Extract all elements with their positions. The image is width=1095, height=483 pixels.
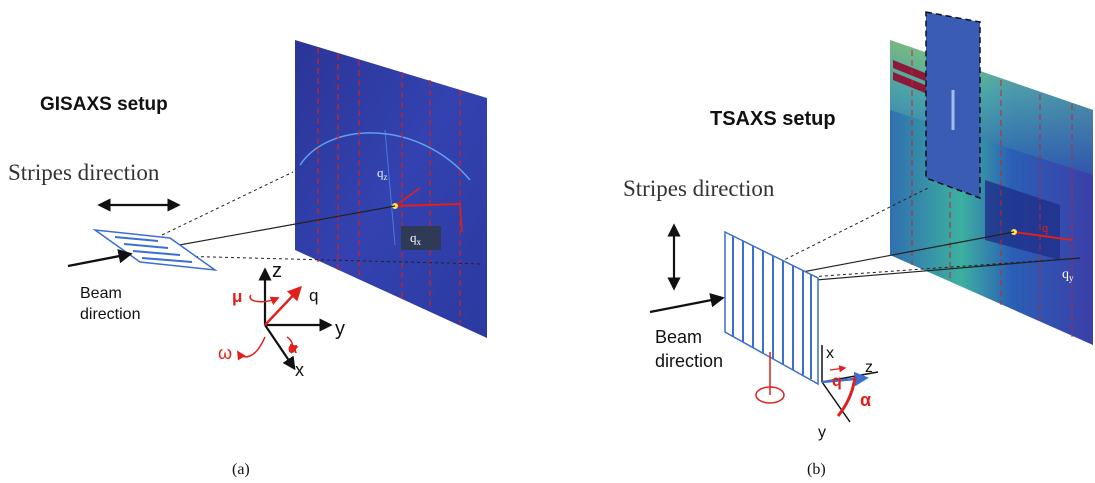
panel-b-beam-label-line1: Beam bbox=[655, 327, 702, 347]
axis-a-mu: μ bbox=[232, 287, 242, 306]
panel-a-title: GISAXS setup bbox=[40, 94, 168, 115]
panel-a-beam-label-line1: Beam bbox=[80, 285, 122, 302]
axis-b-z: z bbox=[865, 359, 873, 376]
axis-b-alpha: α bbox=[860, 390, 871, 410]
axis-a-omega: ω bbox=[218, 343, 232, 363]
qx-subscript: x bbox=[417, 237, 422, 247]
tsaxs-sample bbox=[724, 230, 819, 386]
gisaxs-axes: z y x q μ ω α bbox=[218, 260, 345, 380]
panel-a-caption: (a) bbox=[232, 461, 250, 478]
axis-b-x: x bbox=[826, 345, 834, 362]
axis-a-z: z bbox=[272, 260, 282, 282]
panel-a-beam-label-line2: direction bbox=[80, 306, 140, 323]
svg-text:qx: qx bbox=[410, 230, 422, 247]
panel-b-title: TSAXS setup bbox=[710, 108, 836, 130]
panel-a: GISAXS setup qz qx bbox=[8, 40, 487, 478]
panel-b: TSAXS setup q qy bbox=[623, 11, 1093, 478]
gisaxs-detector: qz qx bbox=[295, 40, 487, 338]
axis-b-q: q bbox=[832, 373, 842, 390]
panel-b-beam-arrow bbox=[649, 293, 725, 314]
svg-text:qz: qz bbox=[377, 165, 388, 182]
qx-label: q bbox=[410, 230, 417, 245]
axis-b-y: y bbox=[818, 424, 826, 441]
gisaxs-projection-lines bbox=[134, 171, 483, 265]
panel-b-stripes-label: Stripes direction bbox=[623, 176, 775, 201]
axis-a-y: y bbox=[335, 318, 345, 340]
axis-a-alpha: α bbox=[288, 340, 298, 357]
gisaxs-sample bbox=[92, 228, 218, 272]
qy-subscript: y bbox=[1069, 273, 1074, 283]
tsaxs-beam-line-2 bbox=[779, 257, 1081, 284]
qz-subscript: z bbox=[384, 172, 388, 182]
qy-label: q bbox=[1062, 267, 1069, 282]
panel-b-caption: (b) bbox=[807, 461, 826, 478]
rotation-icon bbox=[755, 352, 785, 404]
qz-label: q bbox=[377, 165, 384, 180]
axis-a-q: q bbox=[309, 286, 318, 305]
qb-label: q bbox=[1042, 223, 1048, 235]
panel-a-beam-arrow bbox=[67, 249, 133, 268]
tsaxs-axes: x q z α y bbox=[818, 345, 879, 441]
panel-b-beam-label-line2: direction bbox=[655, 351, 723, 371]
axis-a-x: x bbox=[295, 360, 304, 380]
panel-a-stripes-label: Stripes direction bbox=[8, 160, 160, 185]
svg-text:qy: qy bbox=[1062, 267, 1074, 283]
tsaxs-detector: q qy bbox=[890, 11, 1093, 345]
